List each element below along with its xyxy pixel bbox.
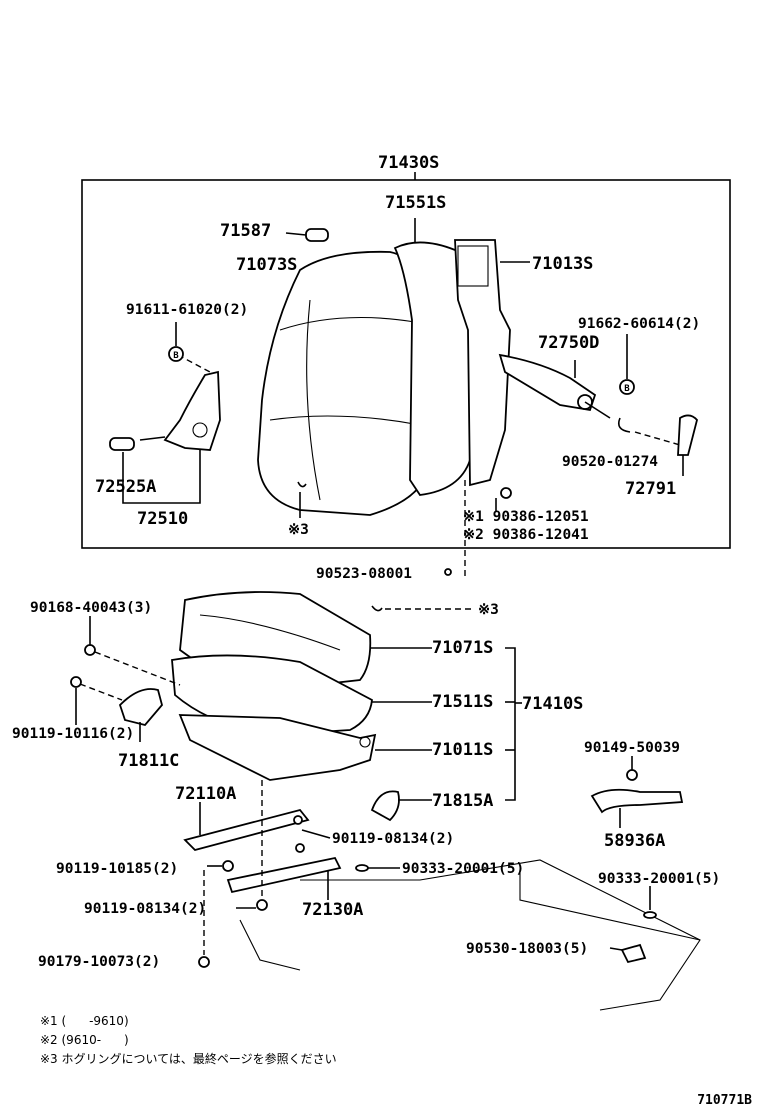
hole-plug-b [643,886,657,919]
bolt-b-right: B [619,334,635,395]
label-72110a: 72110A [175,784,236,804]
label-72750d: 72750D [538,333,599,353]
side-cover-part [118,688,163,742]
bolt-b-mark-right: B [624,384,630,394]
bolt-b-mark-left: B [173,351,179,361]
screw-left-lower [70,676,123,725]
seatback-assembly-frame [81,172,731,549]
label-90386-12041: ※2 90386-12041 [463,527,589,543]
label-58936a: 58936A [604,831,665,851]
label-91611-61020: 91611-61020(2) [126,302,248,318]
label-90119-08134-a: 90119-08134(2) [332,831,454,847]
label-90530-18003: 90530-18003(5) [466,941,588,957]
label-90179-10073: 90179-10073(2) [38,954,160,970]
hog-ring-mark-top [297,481,307,518]
label-90523-08001: 90523-08001 [316,566,412,582]
label-71815a: 71815A [432,791,493,811]
bolt-left-lower [207,860,234,872]
label-72525a: 72525A [95,477,156,497]
seatback-cover-part [257,250,431,516]
seat-cushion-frame-part [178,714,432,781]
hole-plug-a [355,864,400,872]
label-72791: 72791 [625,479,676,499]
label-71430s: 71430S [378,153,439,173]
seatback-frame-part [454,239,530,487]
seat-track-outer-part [226,843,342,900]
seat-assembly-bracket [505,647,522,801]
label-90149-50039: 90149-50039 [584,740,680,756]
label-91662-60614: 91662-60614(2) [578,316,700,332]
label-90168-40043: 90168-40043(3) [30,600,152,616]
footnote-2: ※2 (9610- ) [40,1033,129,1047]
knob-cover-part [370,790,432,822]
label-71587: 71587 [220,221,271,241]
label-hog-ring-mid: ※3 [478,602,499,618]
label-90333-20001-b: 90333-20001(5) [598,871,720,887]
cap-part [609,943,647,964]
bolt-center-lower [236,780,268,911]
hinge-bracket-part [109,354,221,504]
label-90333-20001-a: 90333-20001(5) [402,861,524,877]
label-90520-01274: 90520-01274 [562,454,658,470]
footnote-3: ※3 ホグリングについては、最終ページを参照ください [40,1051,337,1066]
label-90119-08134-b: 90119-08134(2) [84,901,206,917]
recliner-handle-part [617,414,698,476]
label-72130a: 72130A [302,900,363,920]
hog-ring-mark-mid [371,605,475,612]
headrest-pin-part [285,228,329,242]
nut-part [198,870,210,968]
label-72510: 72510 [137,509,188,529]
floor-pan-part [239,859,701,1011]
bolt-b-left: B [168,322,184,362]
screw-left-upper [84,616,181,686]
recliner-part [498,353,611,419]
seat-cushion-pad-part [171,654,432,736]
recliner-screw-part [444,480,512,580]
label-71410s: 71410S [522,694,583,714]
label-71511s: 71511S [432,692,493,712]
figure-code: 710771B [697,1093,752,1108]
seat-track-inner-part [183,802,331,852]
footnote-1: ※1 ( -9610) [40,1014,129,1028]
label-hog-ring-top: ※3 [288,522,309,538]
label-90386-12051: ※1 90386-12051 [463,509,589,525]
label-90119-10185: 90119-10185(2) [56,861,178,877]
seat-lever-part [590,756,684,828]
label-71013s: 71013S [532,254,593,274]
label-71811c: 71811C [118,751,179,771]
label-71551s: 71551S [385,193,446,213]
label-71071s: 71071S [432,638,493,658]
label-71073s: 71073S [236,255,297,275]
label-90119-10116: 90119-10116(2) [12,726,134,742]
label-71011s: 71011S [432,740,493,760]
